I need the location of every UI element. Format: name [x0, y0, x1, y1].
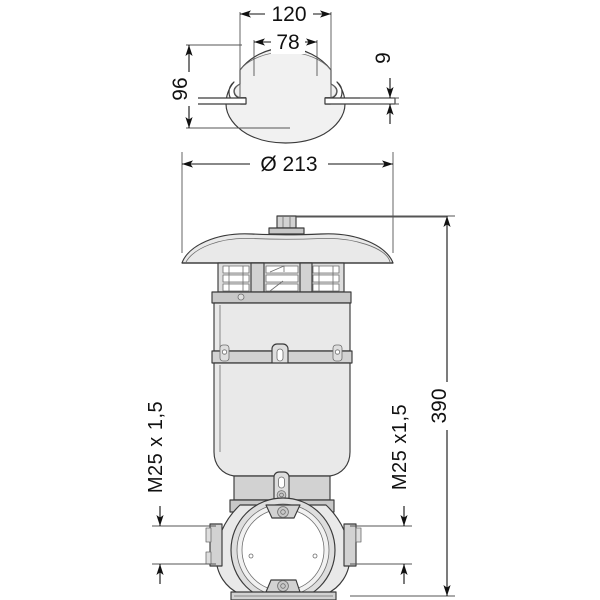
top-lug-bolt-inner [280, 509, 286, 515]
weather-canopy-dome [181, 233, 394, 264]
louver-group-center [265, 265, 299, 292]
cover-screw-left [248, 553, 254, 559]
cover-screw-right [312, 553, 318, 559]
m25-right-text-bg [393, 392, 417, 502]
annotation-m25-left: M25 x 1,5 [145, 401, 167, 493]
louver-group-right [312, 265, 340, 292]
louver-post-right [299, 262, 313, 293]
latch-left [219, 344, 230, 362]
top-fixing-nut [276, 215, 297, 229]
bottom-lug-bolt-inner [280, 583, 286, 589]
latch-right [332, 344, 343, 362]
top-lug-bolt [277, 506, 289, 518]
upper-flange-plate [211, 291, 352, 304]
dim-96-text-bg [176, 72, 198, 106]
dim-120-text-bg [265, 2, 313, 26]
top-view-right-tab [324, 97, 396, 105]
canopy-inner-seam [185, 238, 391, 263]
louver-post-left [250, 262, 265, 293]
flange-bolt-hole [237, 293, 245, 301]
cable-entry-lip-left-lower [205, 551, 212, 565]
dim-390-text-bg [434, 382, 458, 430]
top-view-left-notch [234, 83, 246, 98]
top-view-group: 120 78 96 9 [169, 2, 400, 144]
top-view-right-notch [325, 83, 337, 98]
dim-label-390: 390 [428, 388, 451, 423]
cable-entry-lip-left [205, 527, 212, 543]
cable-entry-boss-right [343, 523, 357, 567]
dim-9-text-bg [380, 44, 400, 72]
louver-group-left [222, 265, 250, 292]
main-body-lower-cylinder [213, 362, 351, 477]
dim-label-120: 120 [271, 3, 306, 26]
nut-seat-plate [268, 227, 305, 235]
latch-neck [273, 471, 290, 504]
dim-label-9: 9 [372, 52, 395, 64]
m25-left-text-bg [149, 392, 173, 502]
cable-entry-boss-left [209, 523, 223, 567]
cable-entry-lip-right [355, 527, 362, 543]
dim-label-96: 96 [169, 77, 192, 100]
junction-box-cover-inner [241, 508, 325, 592]
front-view-group: Ø 213 390 [145, 150, 458, 600]
dim-78-text-bg [271, 30, 305, 54]
dim-label-78: 78 [276, 31, 299, 54]
dim-213-text-bg [250, 150, 328, 176]
bottom-lug-bolt [277, 580, 289, 592]
dim-label-213: Ø 213 [260, 153, 317, 176]
annotation-m25-right: M25 x1,5 [389, 404, 411, 490]
